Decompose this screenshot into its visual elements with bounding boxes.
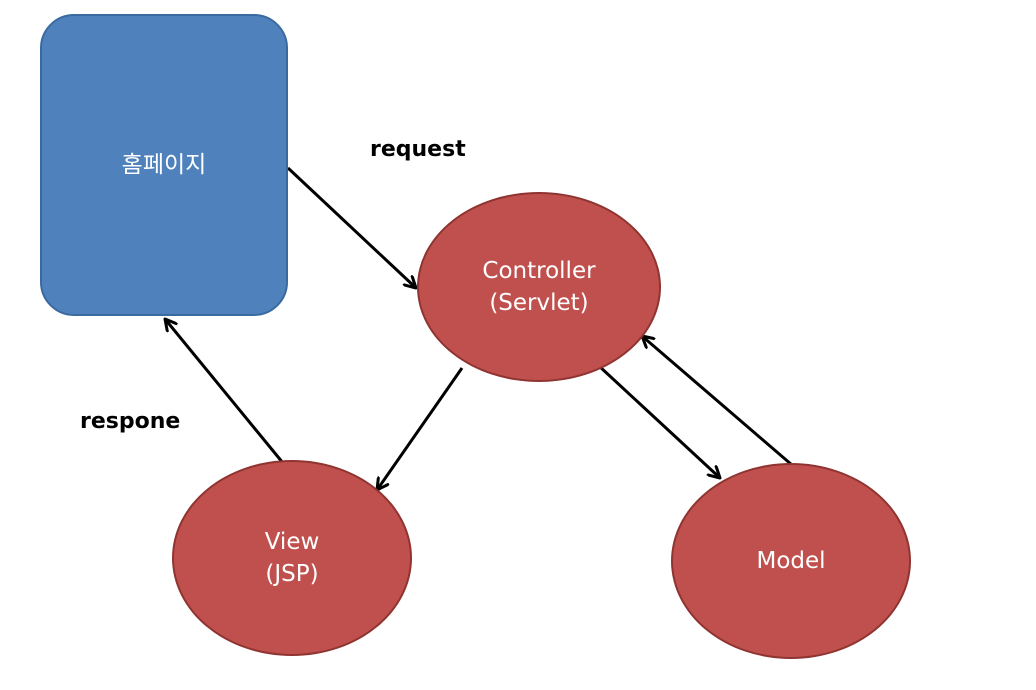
request-edge-label: request: [370, 137, 466, 162]
model-to-controller-arrow: [642, 336, 793, 467]
controller-to-model-arrow: [597, 364, 720, 478]
respone-edge-label: respone: [80, 409, 181, 434]
respone-arrow: [165, 319, 285, 464]
view-label: View: [264, 529, 320, 555]
request-arrow: [286, 166, 416, 288]
controller-sublabel: (Servlet): [489, 290, 589, 316]
controller-label: Controller: [482, 258, 596, 284]
controller-to-view-arrow: [377, 367, 464, 490]
homepage-node: 홈페이지: [40, 14, 288, 316]
view-sublabel: (JSP): [265, 561, 319, 587]
model-label: Model: [756, 548, 826, 574]
homepage-label: 홈페이지: [121, 152, 207, 178]
view-node: View (JSP): [172, 460, 412, 656]
model-node: Model: [671, 463, 911, 659]
controller-node: Controller (Servlet): [417, 192, 661, 382]
